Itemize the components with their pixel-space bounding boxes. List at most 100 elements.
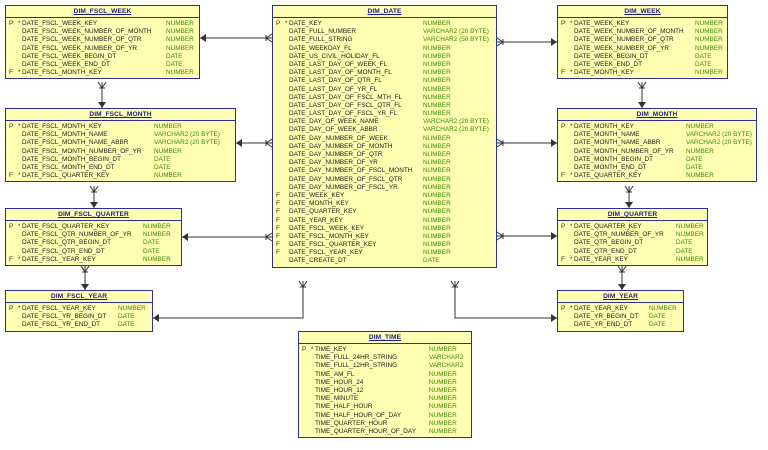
column-type: NUMBER — [423, 151, 451, 158]
column-name: DATE_WEEK_KEY — [574, 20, 630, 27]
column-name: DATE_YEAR_KEY — [574, 255, 628, 263]
crowfoot-date-right-2 — [496, 138, 504, 148]
mandatory-marker: * — [570, 172, 573, 180]
